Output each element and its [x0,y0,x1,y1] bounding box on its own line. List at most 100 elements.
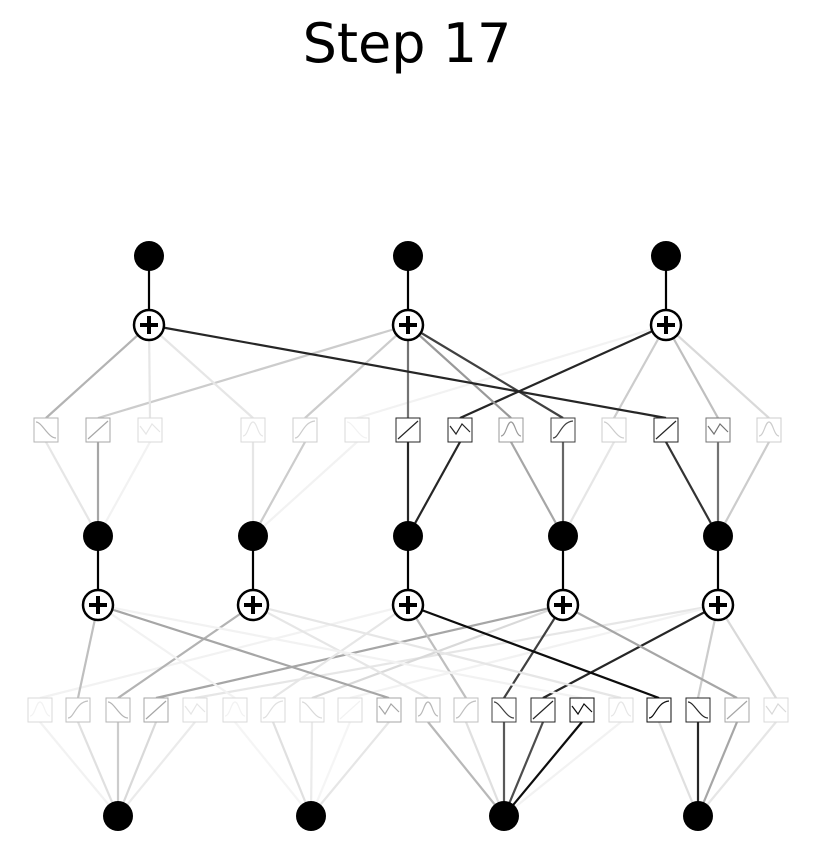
edge-input-to-function [657,721,700,817]
output-node [651,241,681,271]
edge-input-to-function [503,721,583,817]
function-curve [610,701,632,717]
function-box [337,697,363,723]
function-curve [301,701,323,719]
function-box [453,697,479,723]
function-curve [224,701,246,717]
edge-function-to-sum [194,603,719,700]
function-curve [455,700,477,719]
function-box [756,417,782,443]
edge-hidden-to-function [252,441,306,537]
edge-input-to-function [503,721,622,817]
edge-function-to-sum [97,604,236,699]
function-curve [449,423,471,436]
function-box [415,697,441,723]
function-box [33,417,59,443]
function-box [344,417,370,443]
sum-node [81,588,115,622]
hidden-node [393,521,423,551]
input-node [103,801,133,831]
edge-input-to-function [309,721,352,817]
edge-hidden-to-function [407,441,461,537]
function-curve [758,421,780,437]
edge-input-to-function [464,721,506,817]
function-curve [417,701,439,717]
function-curve [262,700,284,719]
function-curve [687,701,709,719]
function-box [569,697,595,723]
function-box [240,417,266,443]
function-box-frame [65,697,91,723]
function-curve [339,700,361,720]
edge-input-to-function [502,721,545,817]
function-curve [571,703,593,716]
edge-input-to-function [697,721,777,817]
edge-function-to-sum [45,324,150,419]
function-box [705,417,731,443]
edge-hidden-to-function [252,441,358,537]
function-curve [346,421,368,439]
edge-function-to-sum [39,603,409,700]
edge-hidden-to-function [717,441,770,537]
edge-function-to-sum [613,324,667,419]
edge-function-to-sum [148,324,254,419]
sum-node [132,308,166,342]
function-curve [29,701,51,717]
function-curve [603,421,625,439]
edge-hidden-to-function [97,441,151,537]
function-box [143,697,169,723]
edge-function-to-sum [459,323,667,420]
function-curve [532,700,554,720]
output-node [393,241,423,271]
function-box [724,697,750,723]
sum-node [701,588,735,622]
function-box [653,417,679,443]
function-curve [294,420,316,439]
function-curve [145,700,167,720]
function-box [646,697,672,723]
edge-function-to-sum [407,603,660,700]
input-node [296,801,326,831]
input-node [489,801,519,831]
function-box-frame [27,697,53,723]
edge-function-to-sum [407,324,512,419]
function-curve [648,700,670,719]
sum-node [391,308,425,342]
function-box [685,697,711,723]
output-node [134,241,164,271]
edge-input-to-function [696,721,739,817]
function-box [447,417,473,443]
edge-input-to-function [117,721,196,817]
edge-input-to-function [310,721,390,817]
function-box-frame [705,417,731,443]
function-box-frame [453,697,479,723]
edge-function-to-sum [407,324,564,419]
function-curve [378,703,400,716]
function-box [85,417,111,443]
function-box [27,697,53,723]
function-curve [107,701,129,719]
function-box [601,417,627,443]
function-box [222,697,248,723]
sum-node [236,588,270,622]
function-curve [139,423,161,436]
edge-function-to-sum [542,604,719,699]
function-curve [87,420,109,440]
edge-input-to-function [271,721,313,817]
function-box [105,697,131,723]
function-box [763,697,789,723]
input-node [683,801,713,831]
edge-function-to-sum [717,604,777,699]
edge-input-to-function [309,721,314,817]
edge-function-to-sum [562,604,738,699]
edge-function-to-sum [148,323,667,420]
edge-function-to-sum [252,603,622,700]
edge-function-to-sum [117,604,254,699]
function-box [299,697,325,723]
function-box-frame [260,697,286,723]
hidden-node [548,521,578,551]
function-box [260,697,286,723]
function-curve [500,421,522,437]
edge-input-to-function [427,721,505,817]
